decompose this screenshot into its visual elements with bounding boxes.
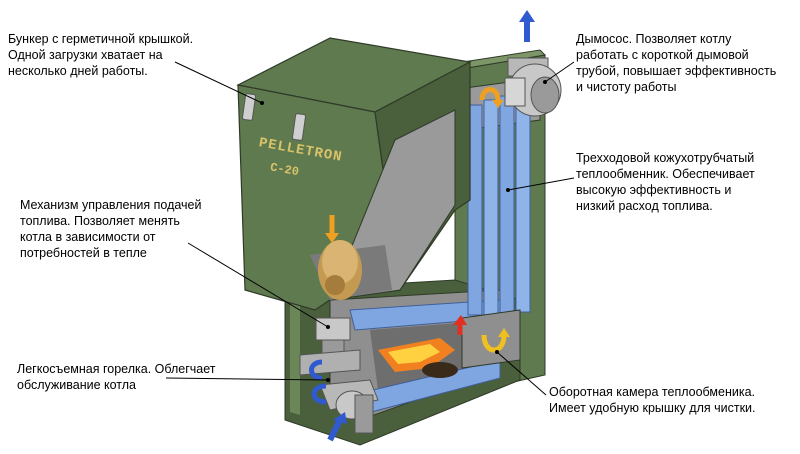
model-label: C-20 [269,160,300,179]
callout-turnaround-chamber: Оборотная камера теплообменика. Имеет уд… [549,385,756,415]
pellet-pile [318,240,362,300]
flow-arrows [309,10,535,442]
pellet-hopper: PELLETRON C-20 [236,37,472,311]
leader-fan [543,61,575,84]
feed-mechanism [299,317,361,376]
callout-feed-mechanism: Механизм управления подачей топлива. Поз… [20,198,202,260]
air-intake-arrow [327,418,343,442]
flue-up-arrow-head [453,315,467,325]
leader-chamber [495,350,547,396]
chamber-turn-arrow-head [498,328,510,337]
fan-return-arrow-head [492,100,504,108]
callout-hopper: Бункер с герметичной крышкой. Одной загр… [8,32,194,78]
leader-exchanger [506,177,575,192]
air-loop-arrow-top [309,359,323,381]
leader-burner [165,377,330,382]
smoke-exhauster [504,57,562,117]
leader-hopper [174,61,264,105]
pellet-feed-arrow-head [325,233,339,243]
callout-smoke-exhauster: Дымосос. Позволяет котлу работать с коро… [576,32,777,94]
callout-burner: Легкосъемная горелка. Облегчает обслужив… [17,362,216,392]
air-loop-arrow-bottom [311,383,327,405]
fan-return-arrow [479,87,501,101]
callout-heat-exchanger: Трехходовой кожухотрубчатый теплообменни… [576,151,755,213]
air-intake-arrow-head [333,412,347,424]
chamber-turn-arrow [481,334,507,353]
burner [319,379,379,434]
leader-feed [187,242,330,329]
exhaust-arrow-head [519,10,535,22]
callout-leaders [165,61,575,396]
